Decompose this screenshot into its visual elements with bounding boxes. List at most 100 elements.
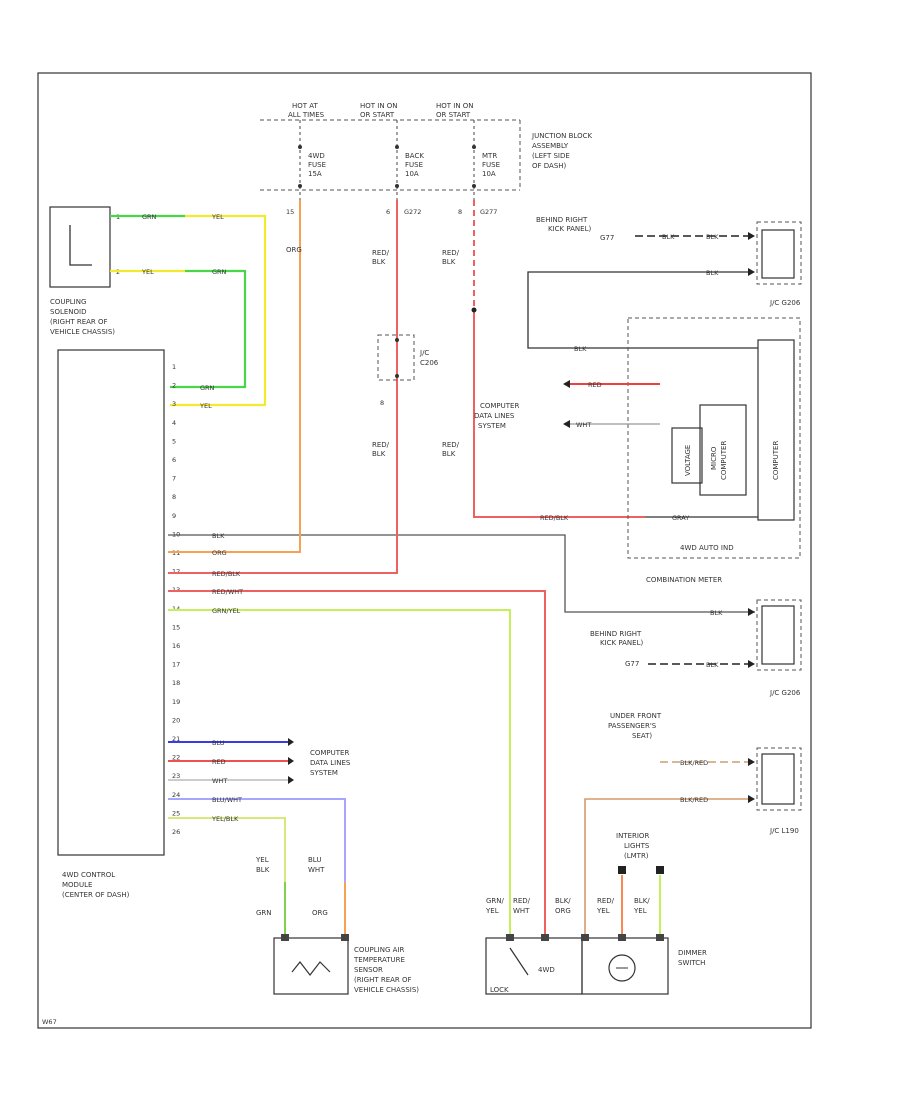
wire-label: BLK/RED — [680, 796, 708, 804]
pin-label: 15 — [286, 208, 294, 216]
micro-label: COMPUTER — [720, 441, 728, 480]
wire-label: RED/ — [372, 441, 390, 449]
connector-pin-icon — [618, 866, 626, 874]
under-seat-label: UNDER FRONT PASSENGER'S SEAT) — [608, 712, 662, 740]
interior-lights-label: INTERIOR LIGHTS (LMTR) — [616, 832, 650, 860]
control-module-label: 4WD CONTROL MODULE (CENTER OF DASH) — [62, 871, 130, 899]
arrow-icon — [748, 795, 755, 803]
svg-text:DIMMER: DIMMER — [678, 949, 707, 957]
svg-text:(RIGHT REAR OF: (RIGHT REAR OF — [50, 318, 108, 326]
module-pin-number: 19 — [172, 698, 180, 706]
diagram-code: W67 — [42, 1018, 57, 1026]
bulb-icon — [608, 954, 636, 982]
module-pin-number: 20 — [172, 716, 180, 724]
switch-terminals — [281, 934, 664, 941]
svg-text:COUPLING: COUPLING — [50, 298, 86, 306]
voltage-label: VOLTAGE — [684, 445, 692, 476]
wire-label: ORG — [286, 246, 302, 254]
jc-label: J/C — [419, 349, 429, 357]
micro-computer-box — [699, 404, 747, 496]
svg-text:BEHIND RIGHT: BEHIND RIGHT — [590, 630, 642, 638]
wire-label: RED/WHT — [212, 588, 243, 596]
svg-text:DATA LINES: DATA LINES — [310, 759, 351, 767]
arrow-icon — [288, 757, 294, 765]
wire-label: RED — [212, 758, 226, 766]
wire-label: YEL — [199, 402, 212, 410]
module-pin-number: 3 — [172, 400, 176, 408]
module-pin-number: 5 — [172, 437, 176, 445]
wire-label: RED/ — [372, 249, 390, 257]
wire-label: BLK — [442, 258, 456, 266]
module-pin-number: 17 — [172, 661, 180, 669]
jc-connector — [761, 753, 795, 805]
wire-label: BLK — [710, 609, 723, 617]
svg-text:SOLENOID: SOLENOID — [50, 308, 86, 316]
fuse-label: FUSE — [308, 161, 326, 169]
svg-text:SYSTEM: SYSTEM — [310, 769, 338, 777]
micro-label: MICRO — [710, 446, 718, 470]
svg-text:JUNCTION BLOCK: JUNCTION BLOCK — [531, 132, 592, 140]
module-pin-number: 21 — [172, 735, 180, 743]
pin-label: 8 — [458, 208, 462, 216]
lock-label: LOCK — [490, 986, 509, 994]
svg-text:DATA LINES: DATA LINES — [474, 412, 515, 420]
svg-text:(CENTER OF DASH): (CENTER OF DASH) — [62, 891, 130, 899]
wire-label: BLU/WHT — [212, 796, 242, 804]
module-pin-number: 7 — [172, 475, 176, 483]
svg-text:GRN/: GRN/ — [486, 897, 505, 905]
wire-label: RED/ — [442, 441, 460, 449]
module-pin-number: 18 — [172, 679, 180, 687]
pin-label: 8 — [380, 399, 384, 407]
arrow-icon — [748, 268, 755, 276]
svg-text:VEHICLE CHASSIS): VEHICLE CHASSIS) — [50, 328, 115, 336]
fuse-label: BACK — [405, 152, 424, 160]
svg-text:ASSEMBLY: ASSEMBLY — [532, 142, 569, 150]
jc-label: C206 — [420, 359, 439, 367]
wire-blk-red-switch — [584, 798, 752, 935]
hot-label: OR START — [436, 111, 471, 119]
combination-meter-outline — [627, 317, 801, 559]
solenoid-coil-icon — [69, 225, 92, 266]
wire-label: RED/BLK — [540, 514, 569, 522]
air-temp-sensor-label: COUPLING AIR TEMPERATURE SENSOR (RIGHT R… — [353, 946, 419, 994]
svg-text:4WD CONTROL: 4WD CONTROL — [62, 871, 115, 879]
jc-label: J/C G206 — [769, 299, 801, 307]
dimmer-switch-box — [581, 937, 669, 995]
svg-text:YEL: YEL — [596, 907, 610, 915]
module-pin-number: 26 — [172, 828, 180, 836]
svg-text:WHT: WHT — [513, 907, 530, 915]
jc-g206-mid-box — [756, 599, 802, 671]
wire-yel-solenoid — [170, 214, 267, 407]
four-wd-label: 4WD — [538, 966, 555, 974]
coupling-solenoid-box — [49, 206, 111, 288]
wire-label: BLK — [372, 258, 386, 266]
wire-label: BLK/RED — [680, 759, 708, 767]
svg-text:BLK/: BLK/ — [555, 897, 571, 905]
fuse-label: 4WD — [308, 152, 325, 160]
svg-text:YEL: YEL — [485, 907, 499, 915]
fuse-2: BACK FUSE 10A — [395, 120, 424, 200]
wire-label: GRAY — [672, 514, 689, 522]
wire-label: BLK — [372, 450, 386, 458]
computer-data-lines-label-1: COMPUTER DATA LINES SYSTEM — [310, 749, 351, 777]
behind-panel-label-2: BEHIND RIGHT KICK PANEL) G77 — [590, 630, 643, 668]
hot-label: ALL TIMES — [288, 111, 325, 119]
svg-text:COMPUTER: COMPUTER — [310, 749, 349, 757]
module-pin-number: 9 — [172, 512, 176, 520]
wire-label: RED — [588, 381, 602, 389]
module-pin-number: 14 — [172, 605, 180, 613]
wire-label: YEL — [211, 213, 224, 221]
arrow-icon — [748, 608, 755, 616]
module-pin-number: 25 — [172, 809, 180, 817]
svg-text:RED/: RED/ — [597, 897, 615, 905]
svg-text:KICK PANEL): KICK PANEL) — [548, 225, 591, 233]
pin-label: 6 — [386, 208, 390, 216]
coupling-solenoid-label: COUPLING SOLENOID (RIGHT REAR OF VEHICLE… — [50, 298, 115, 336]
module-pin-number: 1 — [172, 363, 176, 371]
wire-org-p11 — [168, 200, 301, 553]
control-module-box — [57, 349, 165, 856]
four-wd-auto-label: 4WD AUTO IND — [680, 544, 734, 552]
arrow-icon — [748, 758, 755, 766]
jc-c206-box — [377, 334, 415, 381]
